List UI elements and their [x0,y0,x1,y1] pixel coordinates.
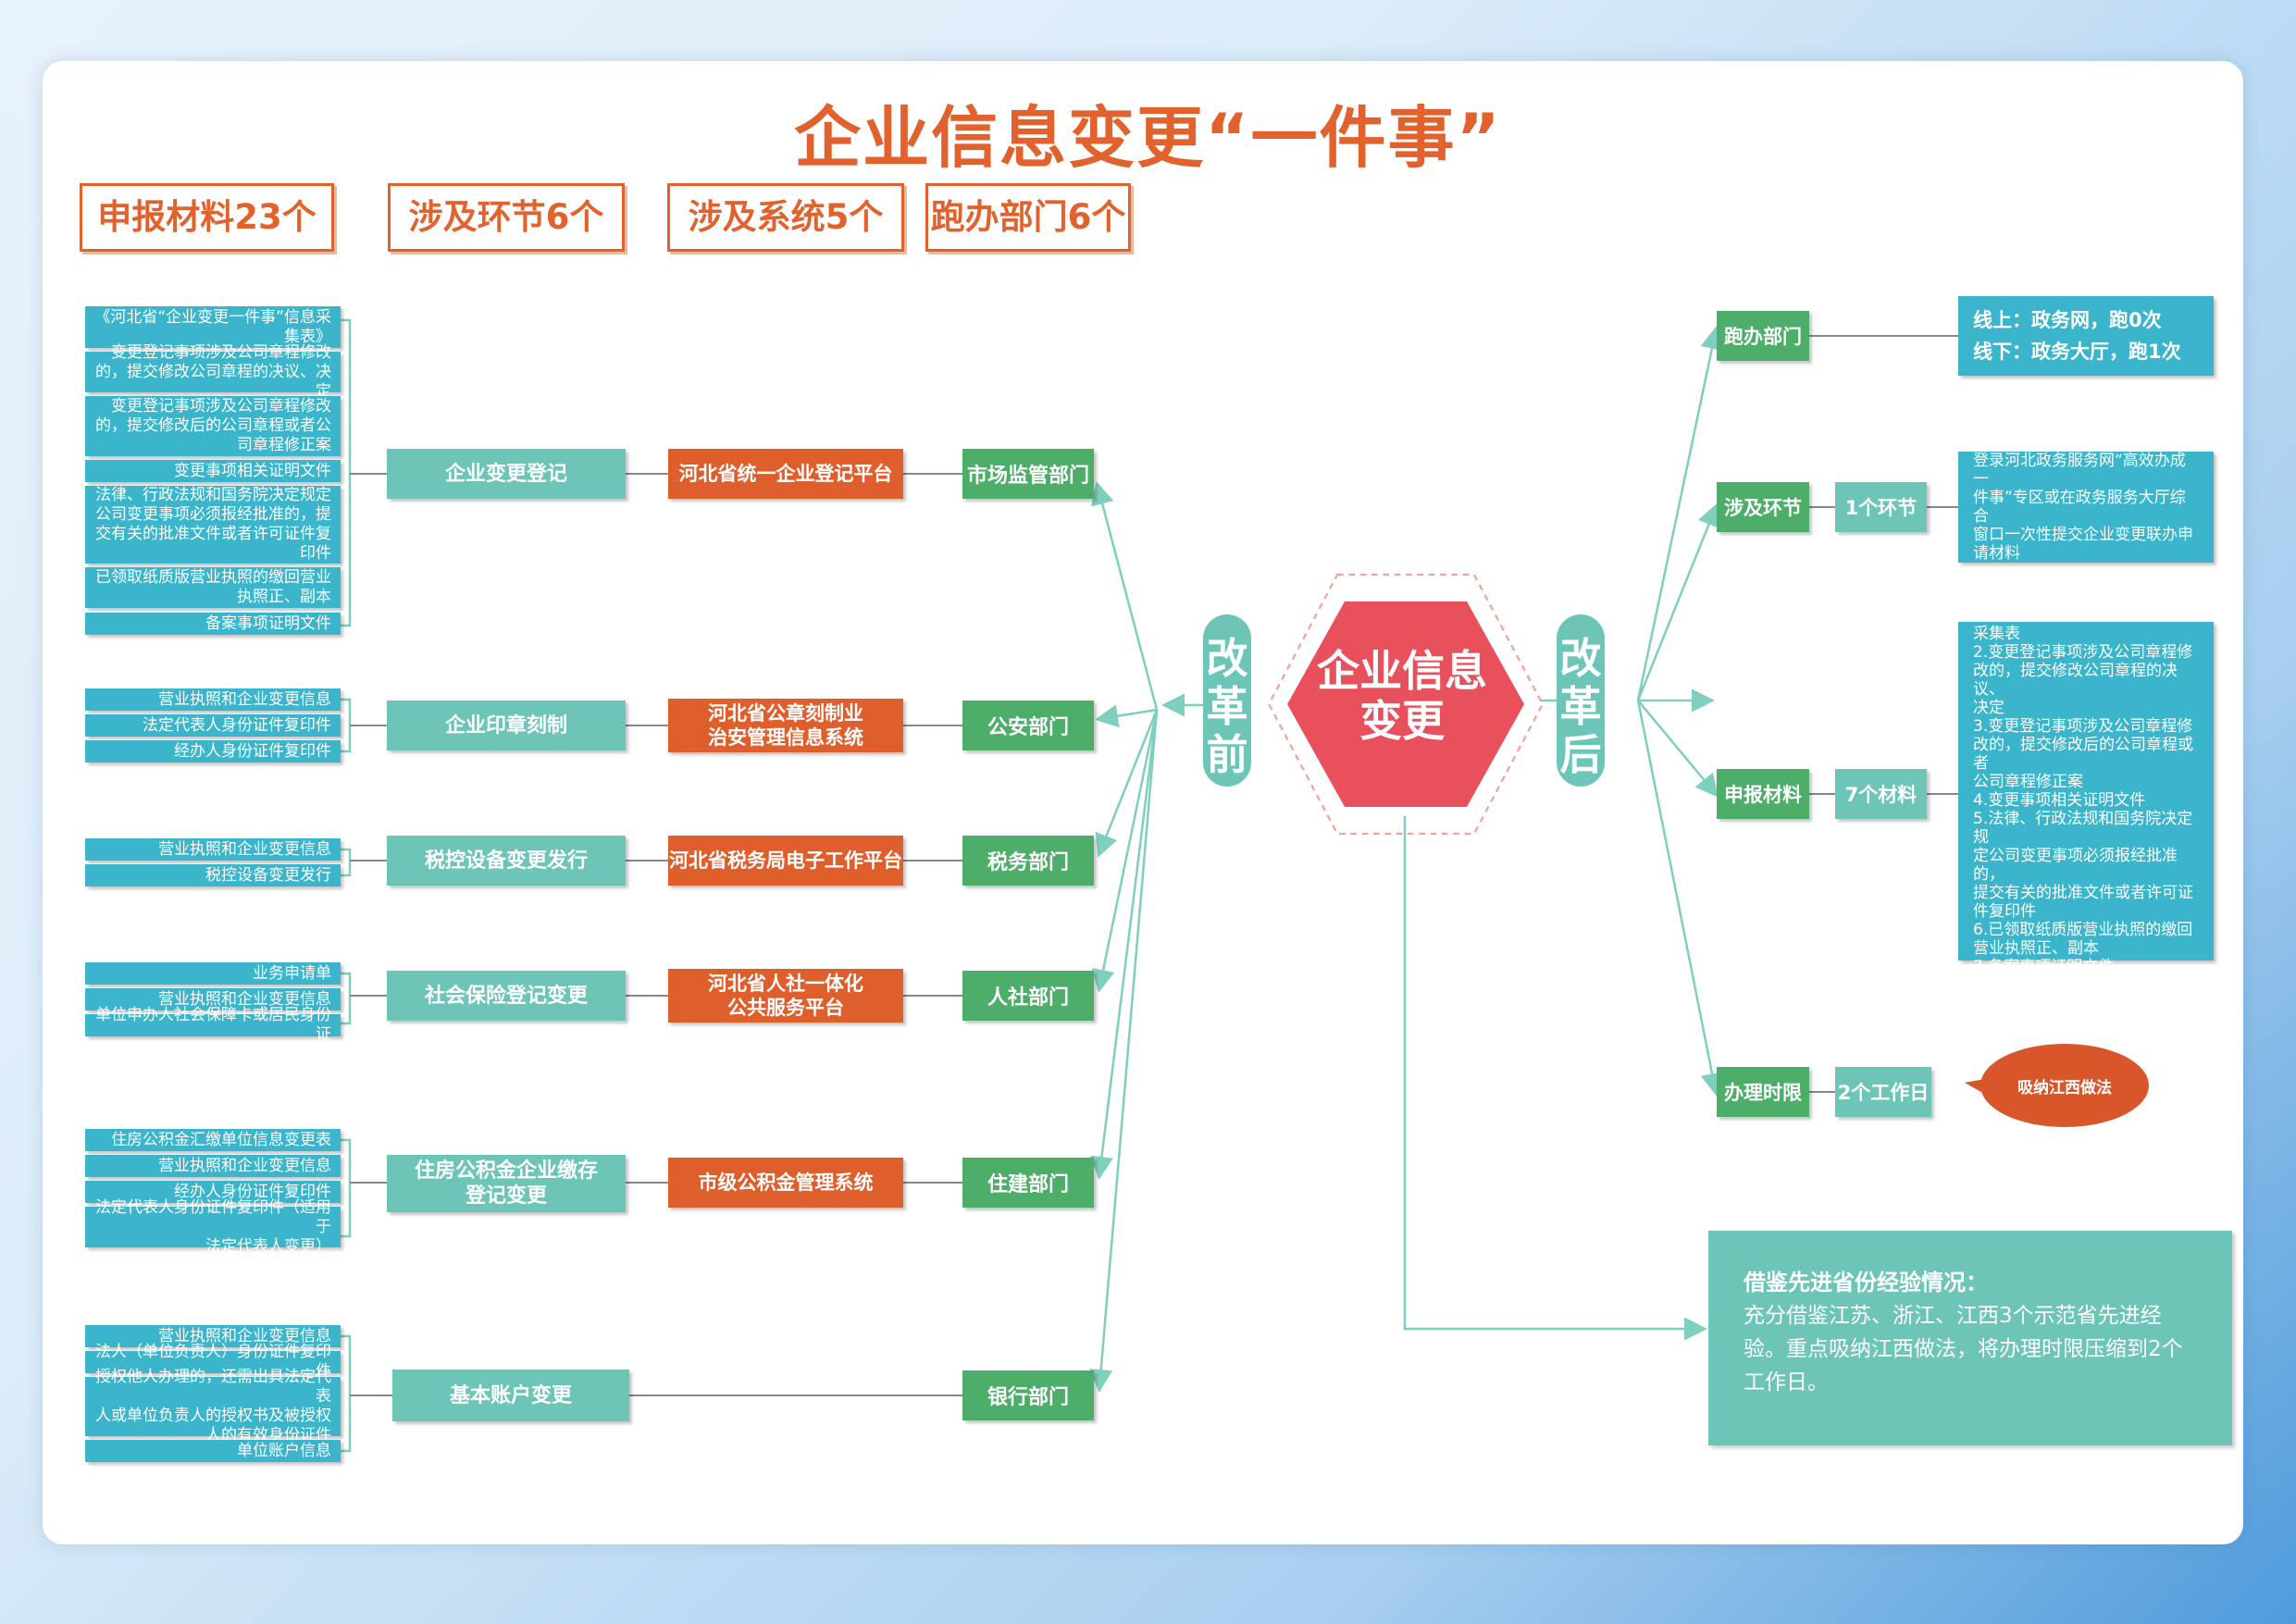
system-tax-platform: 河北省税务局电子工作平台 [668,836,903,886]
material-item: 法定代表人身份证件复印件 [85,714,341,737]
material-item: 法定代表人身份证件复印件（适用于 法定代表人变更） [85,1198,341,1256]
stat-materials-count: 申报材料23个 [80,183,334,252]
after-steps-value: 1个环节 [1835,482,1927,532]
stat-steps-count: 涉及环节6个 [388,183,625,252]
dept-bank: 银行部门 [962,1370,1094,1420]
after-dept-info: 线上：政务网，跑0次 线下：政务大厅，跑1次 [1958,296,2214,376]
material-item: 授权他人办理的，还需出具法定代表 人或单位负责人的授权书及被授权 人的有效身份证… [85,1368,341,1444]
page-title: 企业信息变更“一件事” [794,99,1502,177]
material-item: 变更事项相关证明文件 [85,460,341,482]
material-item: 营业执照和企业变更信息 [85,1155,341,1177]
material-item: 住房公积金汇缴单位信息变更表 [85,1129,341,1151]
center-topic-label: 企业信息 变更 [1317,646,1487,746]
step-housing-fund-change: 住房公积金企业缴存 登记变更 [387,1155,626,1212]
after-time-value: 2个工作日 [1835,1067,1931,1117]
experience-note-body: 充分借鉴江苏、浙江、江西3个示范省先进经验。重点吸纳江西做法，将办理时限压缩到2… [1744,1304,2183,1395]
after-steps-label: 涉及环节 [1717,482,1809,532]
step-company-change-registration: 企业变更登记 [387,449,626,499]
after-dept-label: 跑办部门 [1717,311,1809,361]
hexagon-outline [1267,573,1545,836]
material-item: 变更登记事项涉及公司章程修改 的，提交修改公司章程的决议、决定 [85,343,341,401]
after-time-label: 办理时限 [1717,1067,1809,1117]
experience-note: 借鉴先进省份经验情况： 充分借鉴江苏、浙江、江西3个示范省先进经验。重点吸纳江西… [1708,1231,2232,1445]
after-materials-label: 申报材料 [1717,769,1809,819]
after-materials-value: 7个材料 [1835,769,1927,819]
material-item: 单位申办人社会保障卡或居民身份证 [85,1006,341,1044]
material-item: 经办人身份证件复印件 [85,740,341,762]
before-reform-label: 改 革 前 [1203,614,1251,787]
material-item: 营业执照和企业变更信息 [85,1325,341,1347]
material-item: 营业执照和企业变更信息 [85,688,341,711]
material-item: 法人（单位负责人）身份证件复印件 [85,1343,341,1381]
material-item: 变更登记事项涉及公司章程修改 的，提交修改后的公司章程或者公 司章程修正案 [85,396,341,456]
stat-departments-count: 跑办部门6个 [925,183,1131,252]
after-steps-info: 登录河北政务服务网“高效办成一 件事”专区或在政务服务大厅综合 窗口一次性提交企… [1958,452,2214,563]
dept-market-supervision: 市场监管部门 [962,449,1094,499]
step-tax-device-change: 税控设备变更发行 [387,836,626,886]
step-social-insurance-change: 社会保险登记变更 [387,971,626,1021]
material-item: 业务申请单 [85,962,341,985]
material-item: 营业执照和企业变更信息 [85,988,341,1010]
system-seal-management: 河北省公章刻制业 治安管理信息系统 [668,699,903,752]
system-housing-fund: 市级公积金管理系统 [668,1158,903,1208]
material-item: 单位账户信息 [85,1440,341,1462]
material-item: 营业执照和企业变更信息 [85,838,341,861]
material-item: 法律、行政法规和国务院决定规定 公司变更事项必须报经批准的，提 交有关的批准文件… [85,486,341,564]
dept-human-resources: 人社部门 [962,971,1094,1021]
callout-bubble: 吸纳江西做法 [1980,1044,2149,1127]
system-enterprise-registration-platform: 河北省统一企业登记平台 [668,449,903,499]
dept-tax: 税务部门 [962,836,1094,886]
material-item: 《河北省“企业变更一件事”信息采 集表》 [85,306,341,348]
material-item: 备案事项证明文件 [85,613,341,635]
dept-public-security: 公安部门 [962,700,1094,750]
after-materials-info: 1.河北省“企业变更一件事”信息 采集表 2.变更登记事项涉及公司章程修 改的，… [1958,606,2214,976]
step-seal-engraving: 企业印章刻制 [387,700,626,750]
stat-systems-count: 涉及系统5个 [667,183,904,252]
material-item: 已领取纸质版营业执照的缴回营业 执照正、副本 [85,567,341,608]
step-basic-account-change: 基本账户变更 [392,1370,629,1421]
dept-housing-construction: 住建部门 [962,1158,1094,1208]
material-item: 税控设备变更发行 [85,864,341,886]
after-reform-label: 改 革 后 [1557,614,1605,787]
center-hexagon [1287,601,1524,807]
experience-note-title: 借鉴先进省份经验情况： [1744,1270,1988,1295]
system-hr-social-platform: 河北省人社一体化 公共服务平台 [668,969,903,1023]
material-item: 经办人身份证件复印件 [85,1181,341,1203]
